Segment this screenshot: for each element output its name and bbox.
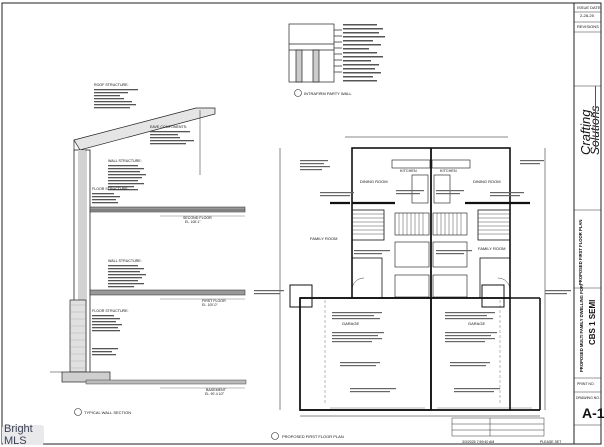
project-name: CBS 1 SEMI xyxy=(588,300,597,345)
legend-table xyxy=(451,417,545,437)
wall-section-notes: ROOF STRUCTURE: EAVE COMPONENTS: WALL ST… xyxy=(74,83,227,416)
family-room-left: FAMILY ROOM xyxy=(310,236,337,241)
floor-plan-title: PROPOSED FIRST FLOOR PLAN xyxy=(282,434,344,439)
kitchen-left: KITCHEN xyxy=(400,169,417,173)
firm-logo: Crafting Solutions xyxy=(578,106,602,155)
floor-plan xyxy=(279,136,546,417)
title-block: ISSUE DATE 2-28-25 REVISIONS Crafting So… xyxy=(574,5,604,426)
first-floor-elevation: EL. 100'-0" xyxy=(202,303,218,307)
stair-treads xyxy=(352,213,510,235)
second-floor-elevation: EL. 108'-1" xyxy=(185,220,201,224)
firm-name-line1: Crafting xyxy=(578,109,593,155)
wall-section-title: TYPICAL WALL SECTION xyxy=(84,410,131,415)
eave-components-label: EAVE COMPONENTS: xyxy=(150,125,187,129)
garage-left: GARAGE xyxy=(342,321,359,326)
section-bubble xyxy=(74,408,82,416)
project-line: PROPOSED MULTI FAMILY DWELLING FOR: xyxy=(579,284,584,372)
first-floor-label: FIRST FLOOR xyxy=(202,299,226,303)
kitchen-right: KITCHEN xyxy=(440,169,457,173)
wall-structure-label-upper: WALL STRUCTURE: xyxy=(108,159,142,163)
dining-room-left: DINING ROOM xyxy=(360,179,388,184)
revisions-label: REVISIONS xyxy=(577,24,599,29)
timestamp: 3/3/2025 7:59:40 AM xyxy=(462,440,494,444)
garage-right: GARAGE xyxy=(468,321,485,326)
party-wall-detail xyxy=(288,23,342,83)
floor-structure-label-upper: FLOOR STRUCTURE: xyxy=(92,187,129,191)
issue-label: ISSUE DATE xyxy=(577,5,601,10)
party-wall-notes xyxy=(343,24,385,82)
detail-bubble xyxy=(294,89,302,97)
floor-structure-label-lower: FLOOR STRUCTURE: xyxy=(92,309,129,313)
wall-section xyxy=(50,107,247,389)
scale-note: PLEASE SET xyxy=(540,440,562,444)
party-wall-title: INTRAFIRM PARTY WALL xyxy=(304,91,352,96)
room-labels: DINING ROOM DINING ROOM KITCHEN KITCHEN … xyxy=(310,169,505,326)
watermark-text: Bright MLS xyxy=(4,423,33,447)
plan-annotations xyxy=(254,160,571,393)
basement-elevation: EL. 90'-4 1/2" xyxy=(205,392,224,396)
drawing-title: PROPOSED FIRST FLOOR PLAN xyxy=(578,220,583,285)
sheet-number: A-1. xyxy=(582,405,604,421)
second-floor-label: SECOND FLOOR xyxy=(183,216,212,220)
bright-mls-watermark: Bright MLS xyxy=(2,423,44,447)
print-label: PRINT NO. xyxy=(577,382,595,386)
dining-room-right: DINING ROOM xyxy=(473,179,501,184)
basement-label: BASEMENT xyxy=(206,388,227,392)
plan-bubble xyxy=(271,432,279,440)
sheet-label: DRAWING NO. xyxy=(576,396,600,400)
family-room-right: FAMILY ROOM xyxy=(478,246,505,251)
issue-date: 2-28-25 xyxy=(580,13,595,18)
wall-structure-label-lower: WALL STRUCTURE: xyxy=(108,259,142,263)
roof-structure-label: ROOF STRUCTURE: xyxy=(94,83,129,87)
